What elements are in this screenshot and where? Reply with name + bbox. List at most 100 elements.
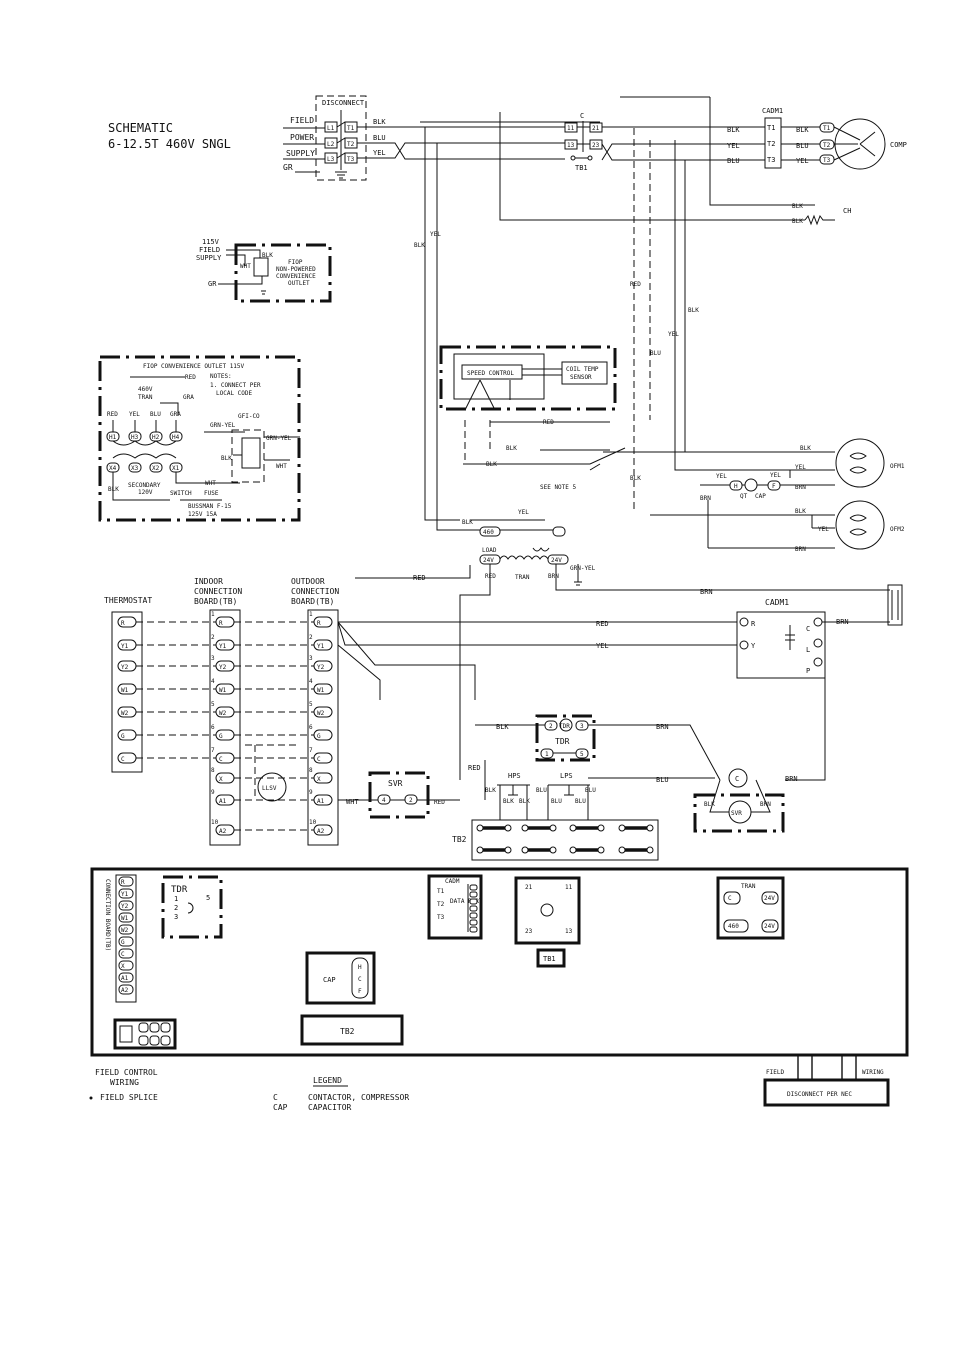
crankcase-heater: BLK BLK CH [499,96,851,226]
indoor-term-label: A2 [219,828,227,835]
wire-yel-l3: YEL [373,149,386,157]
outdoor-term-label: X [317,776,321,783]
ltb2-screw [149,1022,160,1033]
tdr-blk: BLK [496,723,509,731]
cadm-top-t3: T3 [767,156,775,164]
field-label: FIELD [290,116,314,125]
lcap-f: F [358,988,362,995]
outdoor-num: 9 [309,789,313,796]
ltb2-screw [138,1035,149,1046]
indoor-num: 5 [211,701,215,708]
lcadm-label: CADM [445,878,460,885]
co-115v: 115V [202,238,220,246]
outdoor-num: 4 [309,678,313,685]
layout-cap: CAP H C F [305,951,376,1005]
strip-term-label: Y1 [121,891,129,898]
fiop-secondary: SECONDARY [128,482,161,489]
ofm2-blk: BLK [795,508,806,515]
disc-l2: L2 [327,141,335,148]
fiop-x2: X2 [152,465,160,472]
tb2-screw [549,824,557,832]
ofm1-yel: YEL [795,464,806,471]
indoor-term-label: W1 [219,687,227,694]
ofm1-brn: BRN [795,484,806,491]
see-note-5: SEE NOTE 5 [540,484,577,491]
co-label3: CONVENIENCE [276,273,316,280]
lcap-c: C [358,976,362,983]
outdoor-term-label: C [317,756,321,763]
wire-comp-blu: BLU [796,142,809,150]
control-transformer: BLK YEL 460 LOAD 24V 24V TRAN RED BRN GR… [355,509,890,780]
ltb2-screw [149,1035,160,1046]
wire-yel-t2: YEL [727,142,740,150]
indoor-label3: BOARD(TB) [194,597,237,606]
fiop-h2: H2 [152,434,160,441]
outdoor-term-label: G [317,733,321,740]
layout-panel [90,867,909,1057]
fiop-red: RED [185,374,196,381]
cadm-pin [469,905,478,912]
cadm-y: Y [751,642,756,650]
cadm-top-label: CADM1 [762,107,783,115]
fiop-note1a: 1. CONNECT PER [210,382,261,389]
tran-blk: BLK [462,519,473,526]
layout-tb2: TB2 [113,1014,404,1050]
contactor-23: 23 [592,142,600,149]
outdoor-label2: CONNECTION [291,587,339,596]
cap-h: H [734,483,738,490]
thermostat-label: THERMOSTAT [104,596,152,605]
layout-cadm: CADM T1 T2 T3 DATA PORT [427,874,483,940]
fiop-gra: GRA [170,411,181,418]
ltb1-label: TB1 [543,955,556,963]
co-label4: OUTLET [288,280,310,287]
fiop-grnyel1: GRN-YEL [210,422,236,429]
wire-blk-t1: BLK [727,126,740,134]
tb2-label: TB2 [452,835,467,844]
tdr: 2 TDR 3 TDR 1 5 BLK BRN RED BLU [468,714,721,800]
disc-l3: L3 [327,156,335,163]
cadm-top-t2: T2 [767,140,775,148]
tb2-screw [521,846,529,854]
contactor-coil: C BRN SVR BLK BRN [693,768,798,833]
schematic-title: SCHEMATIC [108,121,173,135]
ltdr-5: 5 [206,894,210,902]
ltdr-3: 3 [174,913,178,921]
tb2-screw [476,824,484,832]
ofm2-label: OFM2 [890,526,905,533]
ltdr-label: TDR [171,885,188,895]
legend-c-key: C [273,1093,278,1102]
fiop-bussman2: 125V 15A [188,511,217,518]
strip-term-label: A2 [121,987,129,994]
r-wire-red: RED [596,620,609,628]
strip-term-label: C [121,951,125,958]
tb2: TB2 [452,819,659,861]
disc-t3: T3 [347,156,355,163]
indoor-num: 7 [211,747,215,754]
cadm-pin [469,919,478,926]
fiop-h3: H3 [131,434,139,441]
indoor-term-label: X [219,776,223,783]
strip-term-label: W2 [121,927,129,934]
fiop-switch: SWITCH [170,490,192,497]
disc-t2: T2 [347,141,355,148]
ltran-24v-2: 24V [764,923,775,930]
lcadm-dataport: DATA PORT [450,898,483,905]
cadm-l: L [806,646,810,654]
power-disconnect: FIELD POWER SUPPLY GR DISCONNECT L1 L2 L… [283,95,565,181]
indoor-num: 8 [211,767,215,774]
coil-blk: BLK [704,801,715,808]
comp-t2: T2 [823,142,831,149]
lps-blu3: BLU [575,798,586,805]
outdoor-num: 7 [309,747,313,754]
co-supply: SUPPLY [196,254,222,262]
tran-label: TRAN [515,574,530,581]
power-label: POWER [290,133,314,142]
hps-blk2: BLK [503,798,514,805]
ch-wire-blk-1: BLK [792,203,803,210]
tb2-screw [618,824,626,832]
cadm-brn: BRN [836,618,849,626]
strip-term-a1 [118,972,134,983]
fiop-x1: X1 [172,465,180,472]
ch-label: CH [843,207,851,215]
